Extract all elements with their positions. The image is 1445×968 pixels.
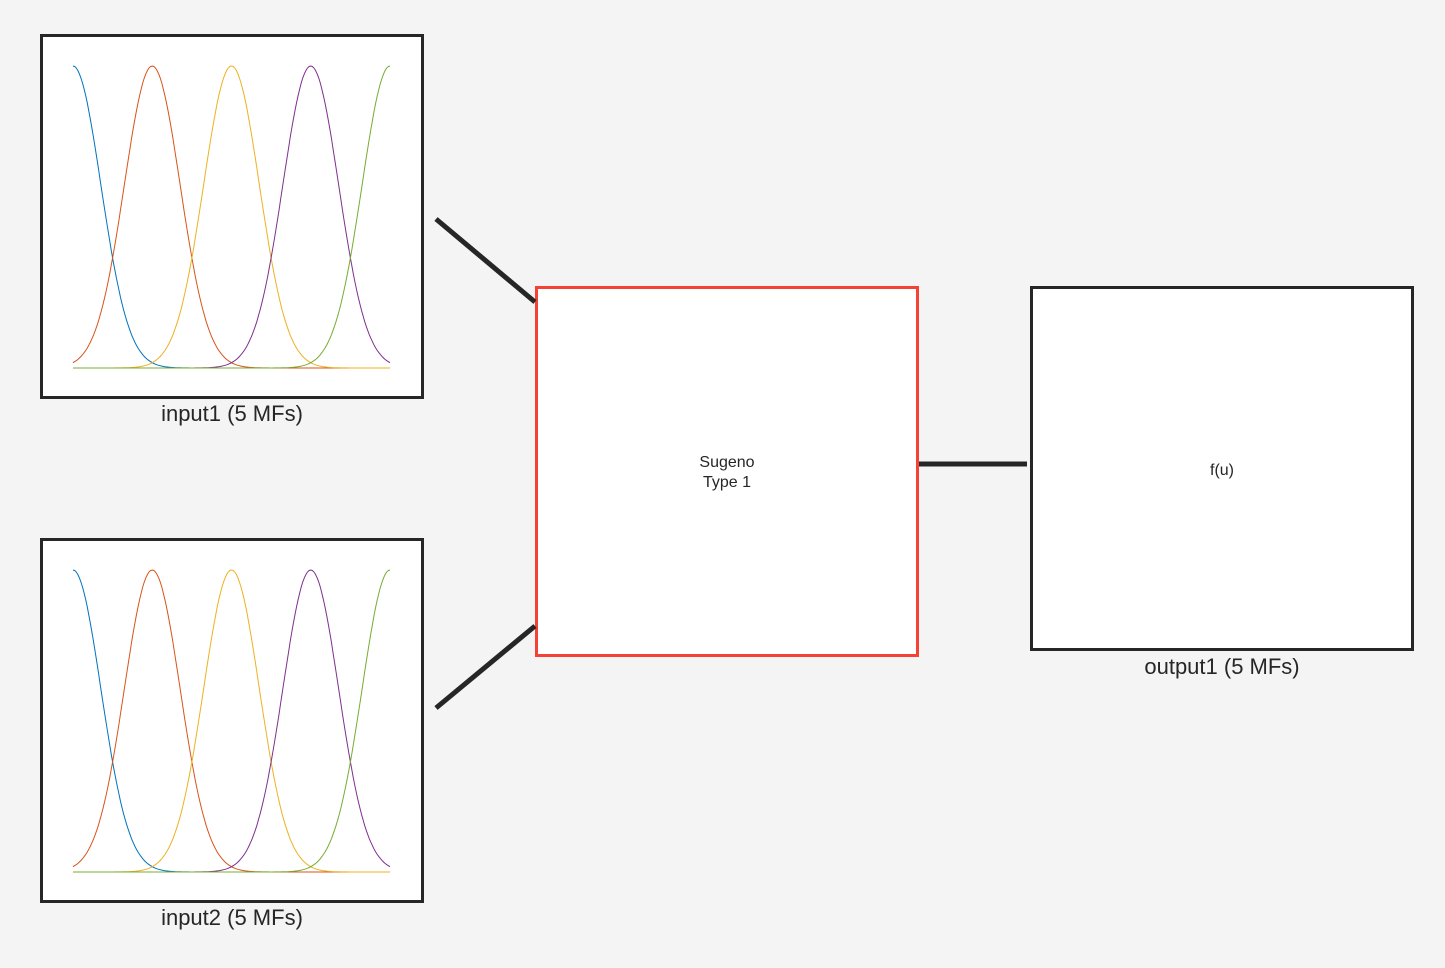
input2-label: input2 (5 MFs): [161, 905, 303, 930]
output1-label: output1 (5 MFs): [1144, 654, 1300, 679]
input1-label: input1 (5 MFs): [161, 401, 303, 426]
input2-mf3-curve: [73, 569, 390, 873]
connector-input2-system: [434, 624, 537, 710]
input1-mf1-curve: [72, 65, 390, 369]
system-block[interactable]: Sugeno Type 1: [535, 286, 919, 657]
input2-block[interactable]: [40, 538, 424, 903]
input1-mf3-curve: [73, 65, 390, 369]
input1-mf2-curve: [72, 65, 390, 369]
input1-mf4-curve: [73, 65, 391, 369]
system-name: Sugeno: [699, 454, 755, 471]
output1-block[interactable]: f(u): [1030, 286, 1414, 651]
output-function-text: f(u): [1210, 462, 1234, 479]
system-type-text: Sugeno Type 1: [538, 453, 916, 493]
system-type: Type 1: [702, 474, 752, 491]
input2-mf2-curve: [72, 569, 390, 873]
input2-mf5-curve: [73, 569, 391, 873]
input2-mf4-curve: [73, 569, 391, 873]
input2-mf1-curve: [72, 569, 390, 873]
input1-mf5-curve: [73, 65, 391, 369]
input1-block[interactable]: [40, 34, 424, 399]
connector-input1-system: [434, 217, 537, 304]
